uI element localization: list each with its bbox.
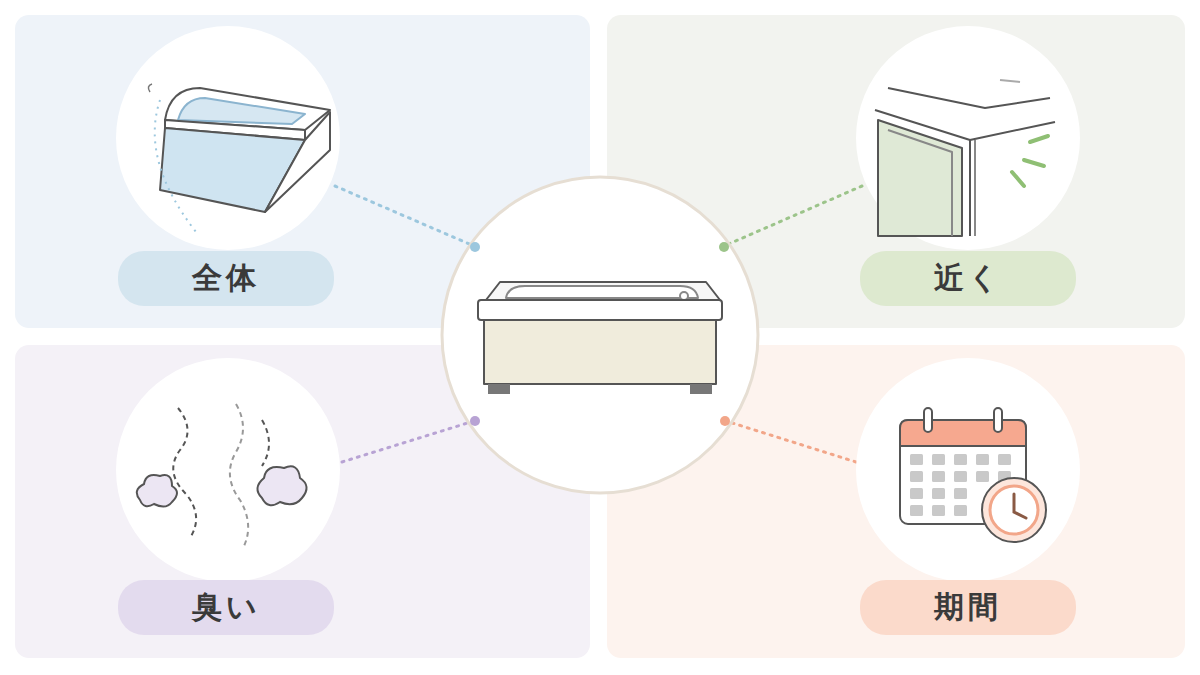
calendar-cell [910, 471, 923, 482]
odor-icon [173, 404, 269, 546]
label-text: 期間 [934, 587, 1002, 628]
highlight-marks [1012, 136, 1048, 186]
panel [607, 345, 1185, 658]
center-circle [442, 177, 758, 493]
label-text: 近く [934, 258, 1003, 299]
calendar-cell [932, 488, 945, 499]
label-pill: 全体 [118, 251, 334, 306]
leader-dot [470, 416, 480, 426]
clock-icon [982, 478, 1046, 542]
calendar-cell [954, 488, 967, 499]
icon-circle [856, 26, 1080, 250]
calendar-cell [910, 488, 923, 499]
calendar-cell [932, 454, 945, 465]
label-pill: 近く [860, 251, 1076, 306]
calendar-cell [954, 471, 967, 482]
calendar-cell [976, 454, 989, 465]
calendar-cell [910, 505, 923, 516]
calendar-cell [954, 454, 967, 465]
calendar-cell [954, 505, 967, 516]
label-text: 臭い [192, 587, 261, 628]
calendar-cell [998, 454, 1011, 465]
icon-circle [116, 358, 340, 582]
corner-closeup-icon [875, 80, 1055, 236]
leader-dot [719, 242, 729, 252]
label-pill: 臭い [118, 580, 334, 635]
leader-dot [720, 416, 730, 426]
calendar-cell [932, 471, 945, 482]
bathtub-icon [478, 282, 722, 394]
label-text: 全体 [192, 258, 260, 299]
dotted-trace [155, 100, 196, 232]
icon-circle [856, 358, 1080, 582]
calendar-cell [910, 454, 923, 465]
label-pill: 期間 [860, 580, 1076, 635]
calendar-cell [932, 505, 945, 516]
odor-cloud [137, 466, 307, 506]
icon-circle [116, 26, 340, 250]
panel [15, 345, 590, 658]
bathtub-overall-icon [148, 84, 330, 212]
calendar-cell [976, 471, 989, 482]
leader-dot [470, 242, 480, 252]
